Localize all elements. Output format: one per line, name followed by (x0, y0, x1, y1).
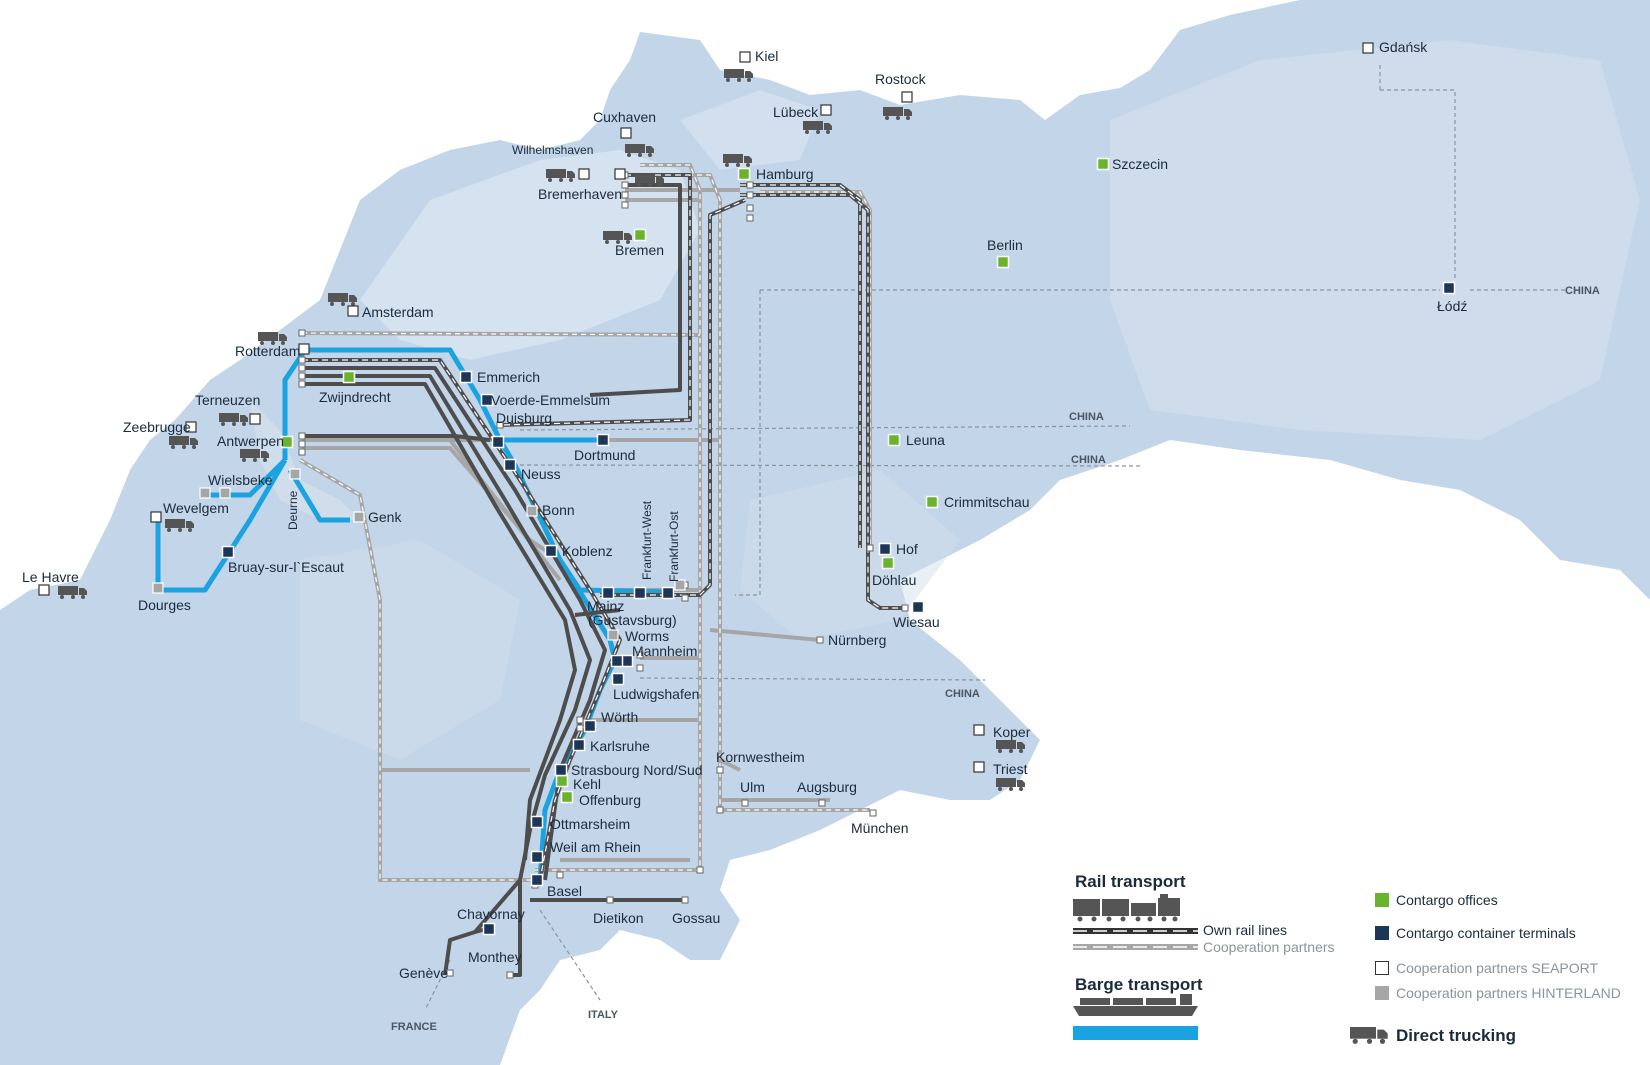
legend-offices: Contargo offices (1396, 892, 1498, 908)
label-szczecin: Szczecin (1112, 156, 1168, 172)
label-amsterdam: Amsterdam (362, 304, 434, 320)
legend-seaport-swatch (1375, 961, 1389, 975)
label-terneuzen: Terneuzen (195, 392, 260, 408)
label-kornwestheim: Kornwestheim (716, 749, 805, 765)
label-berlin: Berlin (987, 237, 1023, 253)
dir-france: FRANCE (391, 1021, 437, 1033)
label-mainz: Mainz (587, 598, 624, 614)
label-rostock: Rostock (875, 71, 927, 87)
legend: Rail transport Own rail lines Cooperatio… (1073, 872, 1621, 1045)
dir-china-east: CHINA (1565, 285, 1600, 297)
label-ulm: Ulm (740, 779, 765, 795)
dir-italy: ITALY (588, 1009, 619, 1021)
legend-coop-partners: Cooperation partners (1203, 939, 1335, 955)
direction-arrows (424, 65, 1565, 1011)
label-augsburg: Augsburg (797, 779, 857, 795)
label-luebeck: Lübeck (773, 104, 819, 120)
label-nuernberg: Nürnberg (828, 632, 886, 648)
legend-barge-swatch (1073, 1026, 1198, 1040)
legend-seaport: Cooperation partners SEAPORT (1396, 960, 1599, 976)
legend-coop-line-swatch (1073, 944, 1198, 950)
label-basel: Basel (547, 883, 582, 899)
label-wiesau: Wiesau (893, 614, 940, 630)
legend-hinterland: Cooperation partners HINTERLAND (1396, 985, 1621, 1001)
label-crimmitschau: Crimmitschau (944, 494, 1030, 510)
label-zwijndrecht: Zwijndrecht (319, 389, 391, 405)
legend-barge-heading: Barge transport (1075, 975, 1203, 994)
label-zeebrugge: Zeebrugge (123, 419, 191, 435)
label-dortmund: Dortmund (574, 447, 635, 463)
label-monthey: Monthey (468, 949, 522, 965)
label-antwerpen: Antwerpen (217, 433, 284, 449)
label-wielsbeke: Wielsbeke (208, 472, 273, 488)
legend-terminals: Contargo container terminals (1396, 925, 1576, 941)
label-cuxhaven: Cuxhaven (593, 109, 656, 125)
label-gdansk: Gdańsk (1379, 39, 1428, 55)
label-dourges: Dourges (138, 597, 191, 613)
label-deurne: Deurne (286, 490, 300, 530)
legend-office-swatch (1375, 893, 1389, 907)
label-bremerhaven: Bremerhaven (538, 186, 622, 202)
label-chavornay: Chavornay (457, 906, 525, 922)
label-strasbourg: Strasbourg Nord/Sud (571, 762, 703, 778)
label-offenburg: Offenburg (579, 792, 641, 808)
legend-trucking: Direct trucking (1396, 1026, 1516, 1045)
legend-rail-heading: Rail transport (1075, 872, 1186, 891)
barge-icon (1073, 994, 1198, 1016)
train-icon (1073, 894, 1180, 922)
label-frankfurt-west: Frankfurt-West (640, 500, 654, 580)
label-mannheim: Mannheim (632, 643, 697, 659)
label-bruay: Bruay-sur-l`Escaut (228, 559, 344, 575)
place-labels: Kiel Rostock Lübeck Cuxhaven Wilhelmshav… (22, 39, 1467, 981)
dir-china-leuna: CHINA (1069, 411, 1104, 423)
label-kehl: Kehl (573, 776, 601, 792)
label-duisburg: Duisburg (496, 410, 552, 426)
label-koper: Koper (993, 724, 1031, 740)
label-kiel: Kiel (755, 48, 778, 64)
label-ludwigshafen: Ludwigshafen (613, 686, 699, 702)
label-doehlau: Döhlau (872, 572, 916, 588)
dir-china-mannheim: CHINA (945, 688, 980, 700)
dir-china-dortmund: CHINA (1071, 454, 1106, 466)
label-hof: Hof (896, 541, 918, 557)
label-wilhelmshaven: Wilhelmshaven (512, 143, 593, 157)
legend-own-line-swatch (1073, 928, 1198, 934)
direction-labels: CHINA CHINA CHINA CHINA FRANCE ITALY (391, 285, 1600, 1033)
label-karlsruhe: Karlsruhe (590, 738, 650, 754)
label-neuss: Neuss (521, 466, 561, 482)
label-voerde: Voerde-Emmelsum (491, 392, 610, 408)
label-woerth: Wörth (601, 709, 638, 725)
label-rotterdam: Rotterdam (235, 343, 300, 359)
label-genk: Genk (368, 509, 402, 525)
label-leuna: Leuna (906, 432, 945, 448)
label-frankfurt-ost: Frankfurt-Ost (667, 511, 681, 582)
legend-terminal-swatch (1375, 926, 1389, 940)
label-koblenz: Koblenz (562, 543, 613, 559)
label-weil: Weil am Rhein (550, 839, 641, 855)
label-geneve: Genève (399, 965, 448, 981)
label-muenchen: München (851, 820, 909, 836)
label-dietikon: Dietikon (593, 910, 644, 926)
label-triest: Triest (993, 761, 1028, 777)
label-hamburg: Hamburg (756, 166, 814, 182)
label-gossau: Gossau (672, 910, 720, 926)
label-le-havre: Le Havre (22, 569, 79, 585)
legend-hinterland-swatch (1375, 986, 1389, 1000)
label-worms: Worms (625, 628, 669, 644)
label-gustavsburg: (Gustavsburg) (588, 612, 677, 628)
label-wevelgem: Wevelgem (163, 500, 229, 516)
label-lodz: Łódź (1437, 298, 1467, 314)
label-bonn: Bonn (542, 502, 575, 518)
label-ottmarsheim: Ottmarsheim (550, 816, 630, 832)
legend-own-lines: Own rail lines (1203, 922, 1287, 938)
label-bremen: Bremen (615, 242, 664, 258)
label-emmerich: Emmerich (477, 369, 540, 385)
legend-truck-icon (1350, 1027, 1388, 1044)
